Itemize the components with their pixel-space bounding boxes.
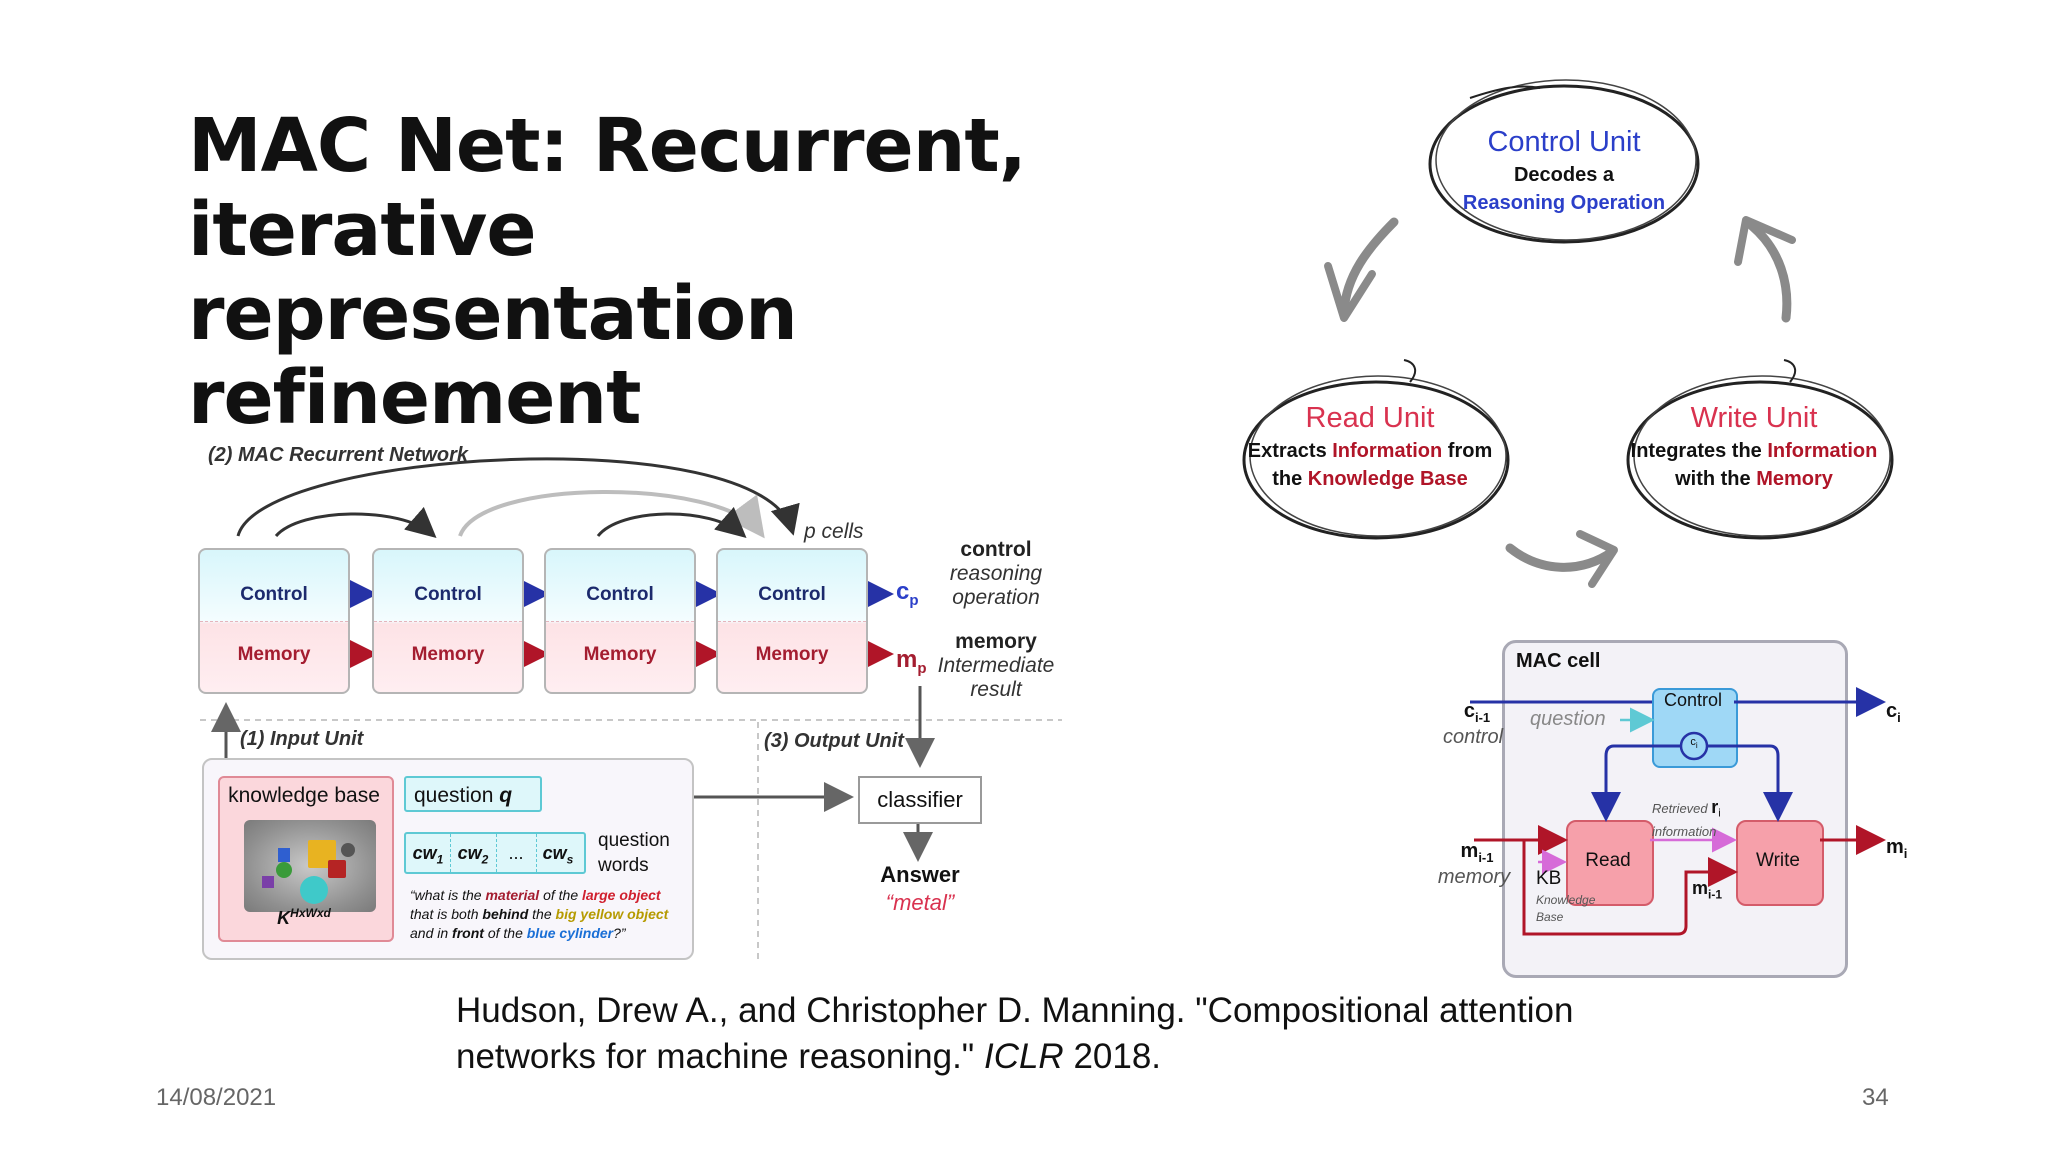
title-line-1: MAC Net: Recurrent, [188, 103, 1027, 189]
cw-1: cw1 [406, 834, 451, 872]
slide-number: 34 [1862, 1084, 1889, 1111]
c-out-label: ci [1886, 700, 1901, 725]
slide-title: MAC Net: Recurrent, iterative representa… [188, 104, 1148, 440]
context-words-box: cw1 cw2 ... cws [404, 832, 586, 874]
read-unit-sub1: Extracts Information from [1247, 440, 1493, 462]
answer-value: “metal” [885, 890, 955, 915]
citation: Hudson, Drew A., and Christopher D. Mann… [456, 991, 1574, 1076]
read-label: Read [1585, 850, 1631, 871]
title-line-3: refinement [188, 355, 641, 441]
question-box: question q [404, 776, 542, 812]
cell-control-label: Control [758, 584, 826, 605]
ci-inner-label: ci [1690, 736, 1698, 751]
control-unit-sub2: Reasoning Operation [1462, 192, 1666, 214]
kb-dimension-label: KHxWxd [277, 906, 331, 928]
write-unit-title: Write Unit [1690, 402, 1818, 434]
cell-control-label: Control [240, 584, 308, 605]
cw-s: cws [542, 843, 574, 867]
control-description: control reasoning operation [949, 538, 1043, 609]
mac-cell-3: Control Memory [544, 548, 696, 694]
mac-cell-1: Control Memory [198, 548, 350, 694]
kb-description: Knowledge Base [1536, 893, 1596, 924]
read-unit-title: Read Unit [1305, 402, 1435, 434]
memory-input-label: memory [1437, 866, 1511, 888]
read-unit-sub2: the Knowledge Base [1272, 468, 1468, 490]
classifier-box: classifier [858, 776, 982, 824]
knowledge-base-label: knowledge base [228, 784, 380, 807]
control-unit-title: Control Unit [1487, 126, 1641, 158]
cell-control-label: Control [586, 584, 654, 605]
scene-image [244, 820, 376, 912]
example-question: “what is the material of the large objec… [410, 887, 669, 941]
m-prev-label: mi-1 [1460, 840, 1494, 865]
cell-control-label: Control [414, 584, 482, 605]
cell-memory-label: Memory [411, 644, 485, 665]
cw-dots: ... [496, 834, 537, 872]
cw-2: cw2 [450, 834, 497, 872]
mp-label: mp [896, 646, 927, 677]
write-label: Write [1756, 850, 1800, 871]
question-words-label: question words [598, 830, 670, 876]
question-input-label: question [1530, 708, 1606, 730]
slide-date: 14/08/2021 [156, 1084, 277, 1111]
cell-memory-label: Memory [755, 644, 829, 665]
mac-cell-4: Control Memory [716, 548, 868, 694]
retrieved-info-label: Retrieved ri information [1652, 797, 1721, 839]
control-box-label: Control [1663, 690, 1723, 710]
mac-cell-title: MAC cell [1516, 650, 1601, 672]
mac-cell-2: Control Memory [372, 548, 524, 694]
title-line-2: iterative representation [188, 187, 798, 357]
rnn-label: (2) MAC Recurrent Network [208, 444, 469, 466]
kb-label: KB [1536, 868, 1562, 889]
c-prev-label: ci-1 [1463, 700, 1491, 725]
answer-label: Answer [880, 862, 960, 887]
m-out-label: mi [1886, 836, 1908, 861]
control-unit-sub1: Decodes a [1513, 164, 1615, 186]
memory-description: memory Intermediate result [937, 630, 1055, 701]
write-unit-sub1: Integrates the Information [1630, 440, 1878, 462]
cp-label: cp [896, 578, 919, 609]
input-unit-label: (1) Input Unit [240, 728, 364, 750]
scene-objects [262, 840, 355, 904]
output-unit-label: (3) Output Unit [764, 730, 904, 752]
cell-memory-label: Memory [237, 644, 311, 665]
control-input-label: control [1442, 726, 1504, 748]
write-unit-sub2: with the Memory [1675, 468, 1833, 490]
m-inner-label: mi-1 [1692, 878, 1723, 902]
p-cells-label: p cells [804, 520, 864, 543]
cell-memory-label: Memory [583, 644, 657, 665]
